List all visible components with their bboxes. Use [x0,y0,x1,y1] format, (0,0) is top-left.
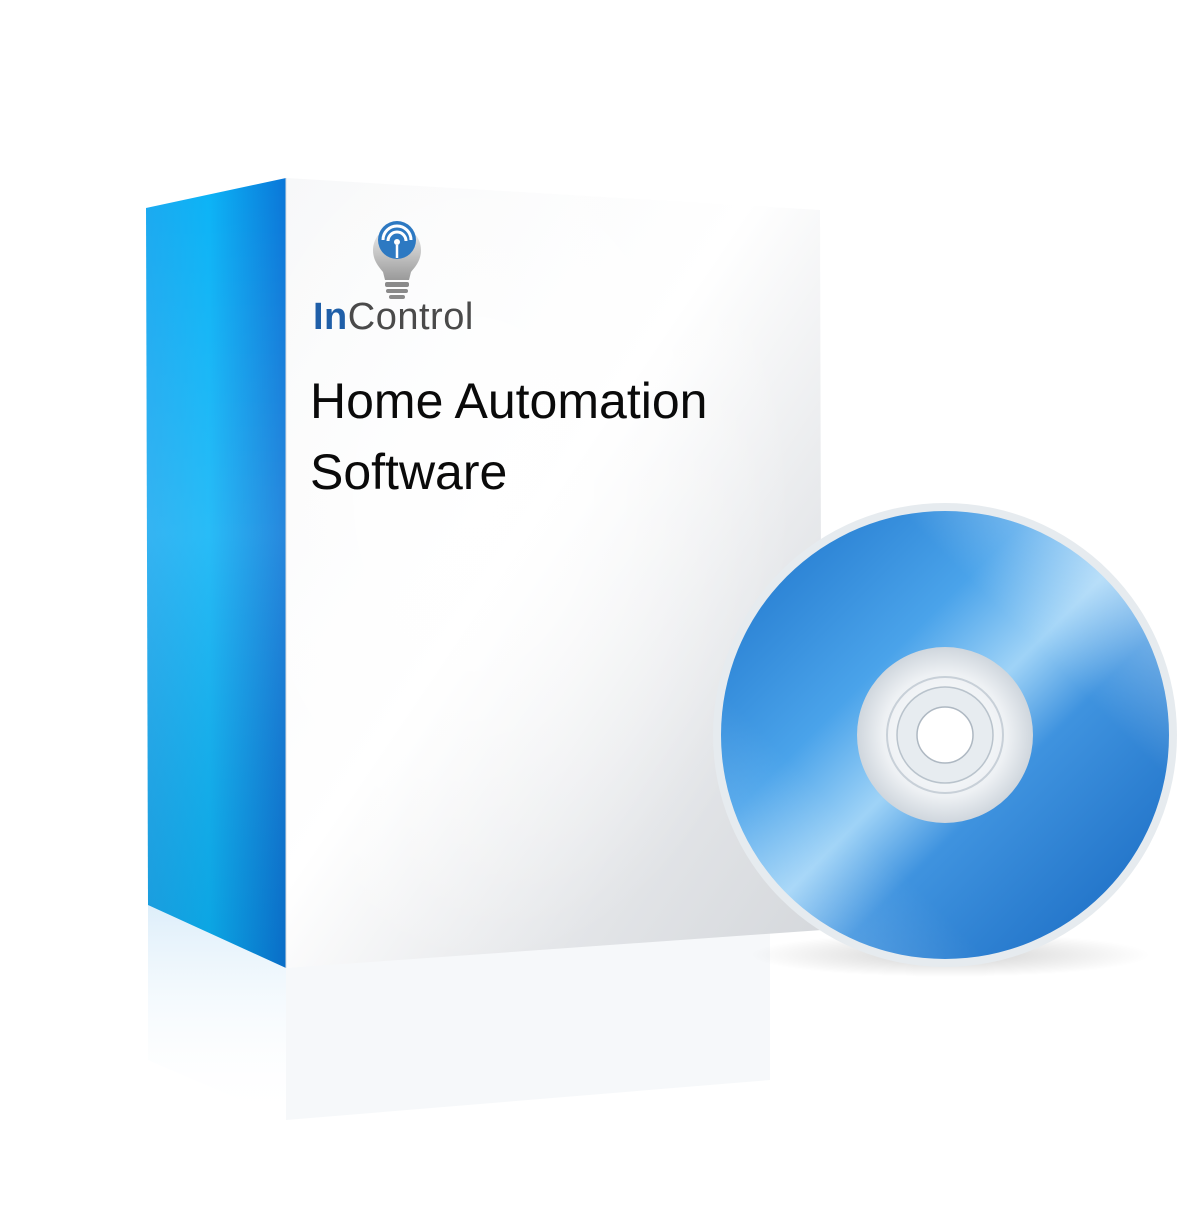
product-title-line2: Software [310,444,508,500]
lightbulb-wifi-icon [373,221,421,299]
brand-name-rest: Control [347,296,474,338]
box-side-reflection [148,905,286,1120]
box-front-panel [285,178,822,968]
brand-name: InControl [313,296,474,339]
brand-name-highlight: In [313,296,348,338]
product-title-line1: Home Automation [310,373,708,429]
cd-disc-icon [713,503,1177,967]
box-side-panel [146,178,286,968]
box-front-reflection [286,928,770,1120]
product-title: Home Automation Software [310,366,830,508]
